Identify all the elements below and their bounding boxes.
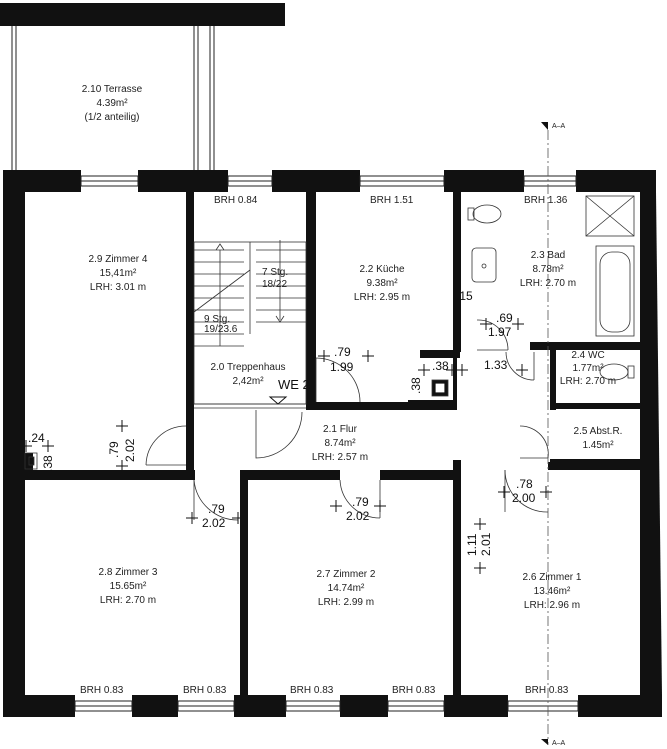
dim-z1door-h: 2.00 xyxy=(512,491,536,505)
dim-38-left: .38 xyxy=(41,455,55,472)
brh-bottom-4: BRH 0.83 xyxy=(392,685,436,696)
zimmer3-height: LRH: 2.70 m xyxy=(100,595,156,606)
top-wall xyxy=(3,170,656,192)
dim-24: .24 xyxy=(28,431,45,445)
abst-area: 1.45m² xyxy=(582,440,614,451)
dim-z2door-w: .79 xyxy=(352,495,369,509)
terrace-note: (1/2 anteilig) xyxy=(84,112,139,123)
dim-z1door-w: .78 xyxy=(516,477,533,491)
section-mark-top: A–A xyxy=(552,123,566,130)
stair-ratio-lower: 19/23.6 xyxy=(204,324,238,335)
bottom-windows xyxy=(74,700,579,712)
zimmer2-area: 14.74m² xyxy=(328,583,365,594)
zimmer4-name: 2.9 Zimmer 4 xyxy=(89,254,148,265)
dim-baddoor-h: 1.97 xyxy=(488,325,512,339)
dim-markers xyxy=(20,318,552,574)
dim-z2door-h: 2.02 xyxy=(346,509,370,523)
stair-steps-lower: 9 Stg. xyxy=(204,314,230,325)
terrace-roof-band xyxy=(0,3,285,26)
kueche-height: LRH: 2.95 m xyxy=(354,292,410,303)
dim-bad15: .15 xyxy=(456,289,473,303)
brh-bottom-1: BRH 0.83 xyxy=(80,685,124,696)
bad-area: 8.78m² xyxy=(532,264,564,275)
stair-steps-upper: 7 Stg. xyxy=(262,267,288,278)
left-wall-upper xyxy=(3,192,25,475)
wc-name: 2.4 WC xyxy=(571,350,604,361)
abst-name: 2.5 Abst.R. xyxy=(574,426,623,437)
staircase xyxy=(193,240,307,409)
zimmer4-area: 15,41m² xyxy=(100,268,137,279)
dim-kdoor-w: .79 xyxy=(334,345,351,359)
bottom-wall xyxy=(3,695,662,717)
zimmer1-area: 13.46m² xyxy=(534,586,571,597)
brh-bottom-3: BRH 0.83 xyxy=(290,685,334,696)
unit-arrow xyxy=(268,396,288,405)
section-mark-bottom: A–A xyxy=(552,740,566,747)
dim-open-h: 2.01 xyxy=(479,532,493,556)
dim-z3door-h: 2.02 xyxy=(202,516,226,530)
bad-name: 2.3 Bad xyxy=(531,250,565,261)
dim-k38b: .38 xyxy=(409,377,423,394)
zimmer2-name: 2.7 Zimmer 2 xyxy=(317,569,376,580)
stair-name: 2.0 Treppenhaus xyxy=(210,362,285,373)
stair-area: 2,42m² xyxy=(232,376,264,387)
stair-ratio-upper: 18/22 xyxy=(262,279,287,290)
brh-bottom-5: BRH 0.83 xyxy=(525,685,569,696)
flur-name: 2.1 Flur xyxy=(323,424,358,435)
section-arrow-bottom xyxy=(541,739,548,745)
wc-area: 1.77m² xyxy=(572,363,604,374)
dim-k38a: .38 xyxy=(432,359,449,373)
kueche-area: 9.38m² xyxy=(366,278,398,289)
zimmer3-name: 2.8 Zimmer 3 xyxy=(99,567,158,578)
interior-walls xyxy=(25,192,640,695)
section-arrow-top xyxy=(541,122,548,130)
brh-stair: BRH 0.84 xyxy=(214,195,258,206)
right-wall xyxy=(640,192,662,695)
dim-open-w: 1.11 xyxy=(465,533,479,556)
flur-area: 8.74m² xyxy=(324,438,356,449)
left-wall-lower xyxy=(3,475,25,695)
terrace-name: 2.10 Terrasse xyxy=(82,84,143,95)
zimmer1-name: 2.6 Zimmer 1 xyxy=(523,572,582,583)
dim-z4door-h: 2.02 xyxy=(123,438,137,462)
zimmer1-height: LRH: 2.96 m xyxy=(524,600,580,611)
dim-z4door-w: .79 xyxy=(107,441,121,458)
kueche-name: 2.2 Küche xyxy=(359,264,404,275)
flur-height: LRH: 2.57 m xyxy=(312,452,368,463)
wc-height: LRH: 2.70 m xyxy=(560,376,616,387)
terrace-area: 4.39m² xyxy=(96,98,128,109)
dim-baddoor-w: .69 xyxy=(496,311,513,325)
brh-bad: BRH 1.36 xyxy=(524,195,568,206)
zimmer2-height: LRH: 2.99 m xyxy=(318,597,374,608)
zimmer4-height: LRH: 3.01 m xyxy=(90,282,146,293)
zimmer3-area: 15.65m² xyxy=(110,581,147,592)
top-windows xyxy=(80,175,577,187)
bathroom-fixtures xyxy=(24,195,635,470)
bad-height: LRH: 2.70 m xyxy=(520,278,576,289)
dim-z3door-w: .79 xyxy=(208,502,225,516)
dim-wc-w: 1.33 xyxy=(484,358,508,372)
dim-kdoor-h: 1.99 xyxy=(330,360,354,374)
brh-bottom-2: BRH 0.83 xyxy=(183,685,227,696)
brh-kueche: BRH 1.51 xyxy=(370,195,414,206)
unit-label: WE 2 xyxy=(278,377,310,392)
